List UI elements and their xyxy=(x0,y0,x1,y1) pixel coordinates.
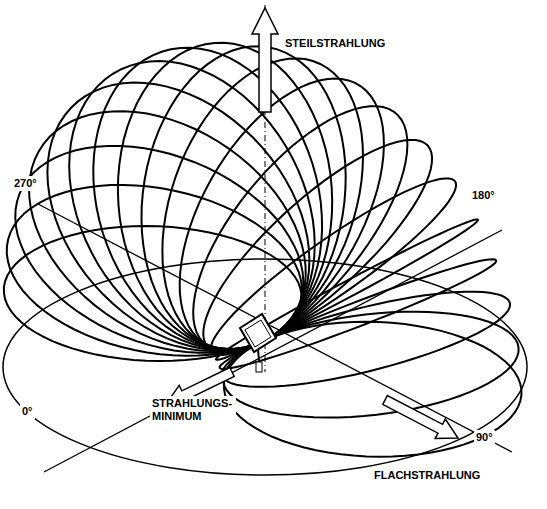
lobe-loop xyxy=(222,292,510,387)
lobe-loop xyxy=(4,226,302,361)
direction-label: FLACHSTRAHLUNG xyxy=(372,468,482,483)
direction-label: STRAHLUNGS- MINIMUM xyxy=(150,396,236,424)
axis-line xyxy=(38,204,512,452)
antenna-symbol xyxy=(240,314,276,372)
direction-arrows xyxy=(166,8,458,439)
lobe-loop xyxy=(180,79,384,350)
lobe-loop xyxy=(7,185,302,356)
direction-label: STEILSTRAHLUNG xyxy=(283,36,387,51)
lobe-loop xyxy=(224,312,519,418)
direction-arrow xyxy=(252,8,278,112)
direction-arrow xyxy=(383,396,458,439)
angle-label: 90° xyxy=(474,430,495,445)
lobe-loop xyxy=(203,140,432,353)
lobe-loop xyxy=(142,46,346,349)
angle-label: 180° xyxy=(470,188,497,203)
angle-label: 270° xyxy=(12,176,39,191)
angle-label: 0° xyxy=(20,404,35,419)
lobe-loop xyxy=(69,61,315,349)
lobe-loop xyxy=(29,111,306,351)
